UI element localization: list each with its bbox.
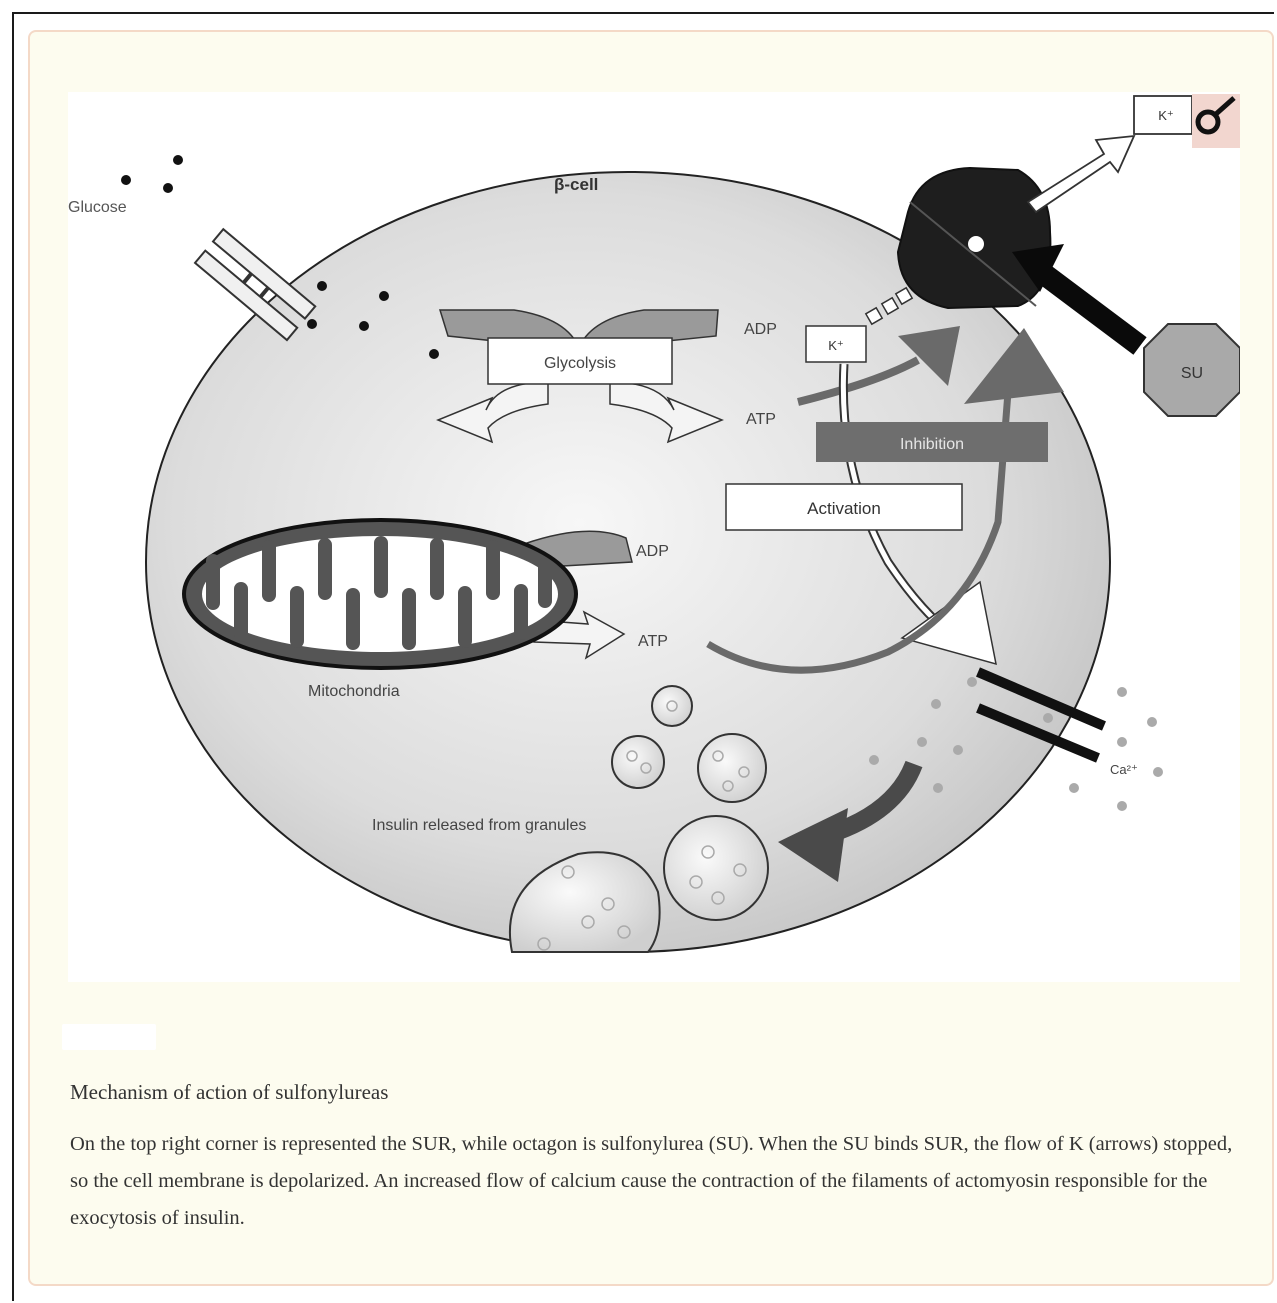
figure-image: Glucose β-cell Glycolysis ADP ATP K⁺ Inh…	[68, 92, 1240, 982]
redacted-label	[62, 1024, 156, 1050]
mitochondria-label: Mitochondria	[308, 683, 400, 700]
k-plus-inner-label: K⁺	[828, 338, 844, 353]
activation-label: Activation	[807, 499, 881, 518]
atp-mito-label: ATP	[638, 633, 668, 650]
glucose-label: Glucose	[68, 199, 127, 216]
caption-body: On the top right corner is represented t…	[70, 1126, 1240, 1237]
beta-cell-label: β-cell	[554, 175, 598, 194]
caption-title: Mechanism of action of sulfonylureas	[70, 1080, 388, 1105]
beta-cell-diagram: Glucose β-cell Glycolysis ADP ATP K⁺ Inh…	[68, 92, 1240, 982]
glycolysis-label: Glycolysis	[544, 355, 616, 372]
k-out-arrow	[1028, 136, 1134, 212]
k-plus-outer-label: K⁺	[1158, 108, 1174, 123]
adp-mito-label: ADP	[636, 543, 669, 560]
adp-top-label: ADP	[744, 321, 777, 338]
su-binding-arrow	[1036, 268, 1140, 346]
su-label: SU	[1181, 365, 1203, 382]
inhibition-label: Inhibition	[900, 436, 964, 453]
insulin-release-label: Insulin released from granules	[372, 817, 586, 834]
atp-top-label: ATP	[746, 411, 776, 428]
calcium-label: Ca²⁺	[1110, 762, 1138, 777]
